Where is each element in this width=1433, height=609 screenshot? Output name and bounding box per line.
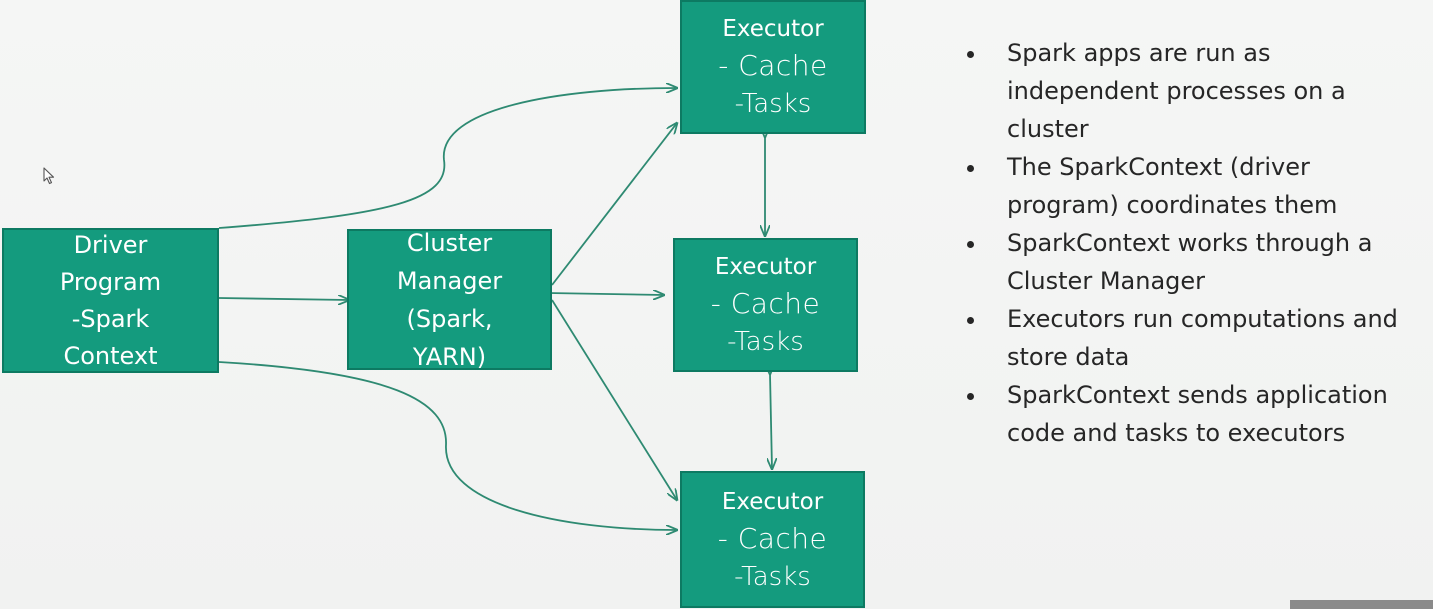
executor-1-title: Executor [722,16,824,42]
bullet-3-line-1: SparkContext works through a [1007,229,1373,257]
bullet-item: SparkContext works through a Cluster Man… [962,224,1427,300]
bullet-item: Spark apps are run as independent proces… [962,34,1427,148]
manager-label-line-2: Manager [396,266,503,295]
bullet-dot-icon [967,317,974,324]
bullet-dot-icon [967,51,974,58]
arrow-manager-to-executor-2 [547,293,664,295]
mouse-pointer-icon [43,167,55,189]
manager-label-line-3: (Spark, [406,304,493,333]
arrow-driver-to-executor-3 [218,361,677,530]
video-overlay-strip [1290,600,1433,609]
arrow-driver-to-executor-1 [218,88,677,229]
bullet-item: Executors run computations and store dat… [962,300,1427,376]
bullet-dot-icon [967,165,974,172]
arrow-manager-to-executor-3 [551,299,677,500]
executor-2-title: Executor [714,254,817,280]
bullet-1-line-3: cluster [1007,115,1089,143]
manager-label-line-4: YARN) [412,342,487,371]
bullet-4-line-2: store data [1007,343,1130,371]
cluster-manager-box: Cluster Manager (Spark, YARN) [347,229,552,371]
arrow-manager-to-executor-1 [551,123,677,286]
arrow-executor-2-to-executor-3 [770,374,772,469]
executor-box-3: Executor - Cache -Tasks [680,471,865,608]
bullet-4-line-1: Executors run computations and [1007,305,1398,333]
bullet-5-line-2: code and tasks to executors [1007,419,1346,447]
driver-program-box: Driver Program -Spark Context [2,228,219,373]
executor-3-title: Executor [721,488,824,515]
bullet-2-line-1: The SparkContext (driver [1007,153,1310,181]
executor-1-tasks: -Tasks [734,89,812,119]
executor-3-tasks: -Tasks [734,561,811,592]
bullet-dot-icon [967,241,974,248]
bullet-5-line-1: SparkContext sends application [1007,381,1388,409]
bullet-list: Spark apps are run as independent proces… [962,34,1427,452]
driver-label-line-2: Program [59,267,162,296]
executor-2-tasks: -Tasks [727,327,804,357]
bullet-dot-icon [967,393,974,400]
executor-box-1: Executor - Cache -Tasks [680,0,866,134]
bullet-3-line-2: Cluster Manager [1007,267,1206,295]
driver-label-line-4: Context [63,341,158,370]
executor-1-cache: - Cache [718,49,828,82]
executor-2-cache: - Cache [710,287,821,320]
bullet-1-line-1: Spark apps are run as [1007,39,1271,67]
executor-3-cache: - Cache [717,521,828,555]
manager-label-line-1: Cluster [406,228,493,257]
bullet-item: The SparkContext (driver program) coordi… [962,148,1427,224]
driver-label-line-3: -Spark [71,304,150,333]
driver-label-line-1: Driver [73,230,148,259]
bullet-1-line-2: independent processes on a [1007,77,1346,105]
bullet-2-line-2: program) coordinates them [1007,191,1338,219]
arrow-driver-to-manager [218,298,349,300]
executor-box-2: Executor - Cache -Tasks [673,238,858,372]
bullet-item: SparkContext sends application code and … [962,376,1427,452]
